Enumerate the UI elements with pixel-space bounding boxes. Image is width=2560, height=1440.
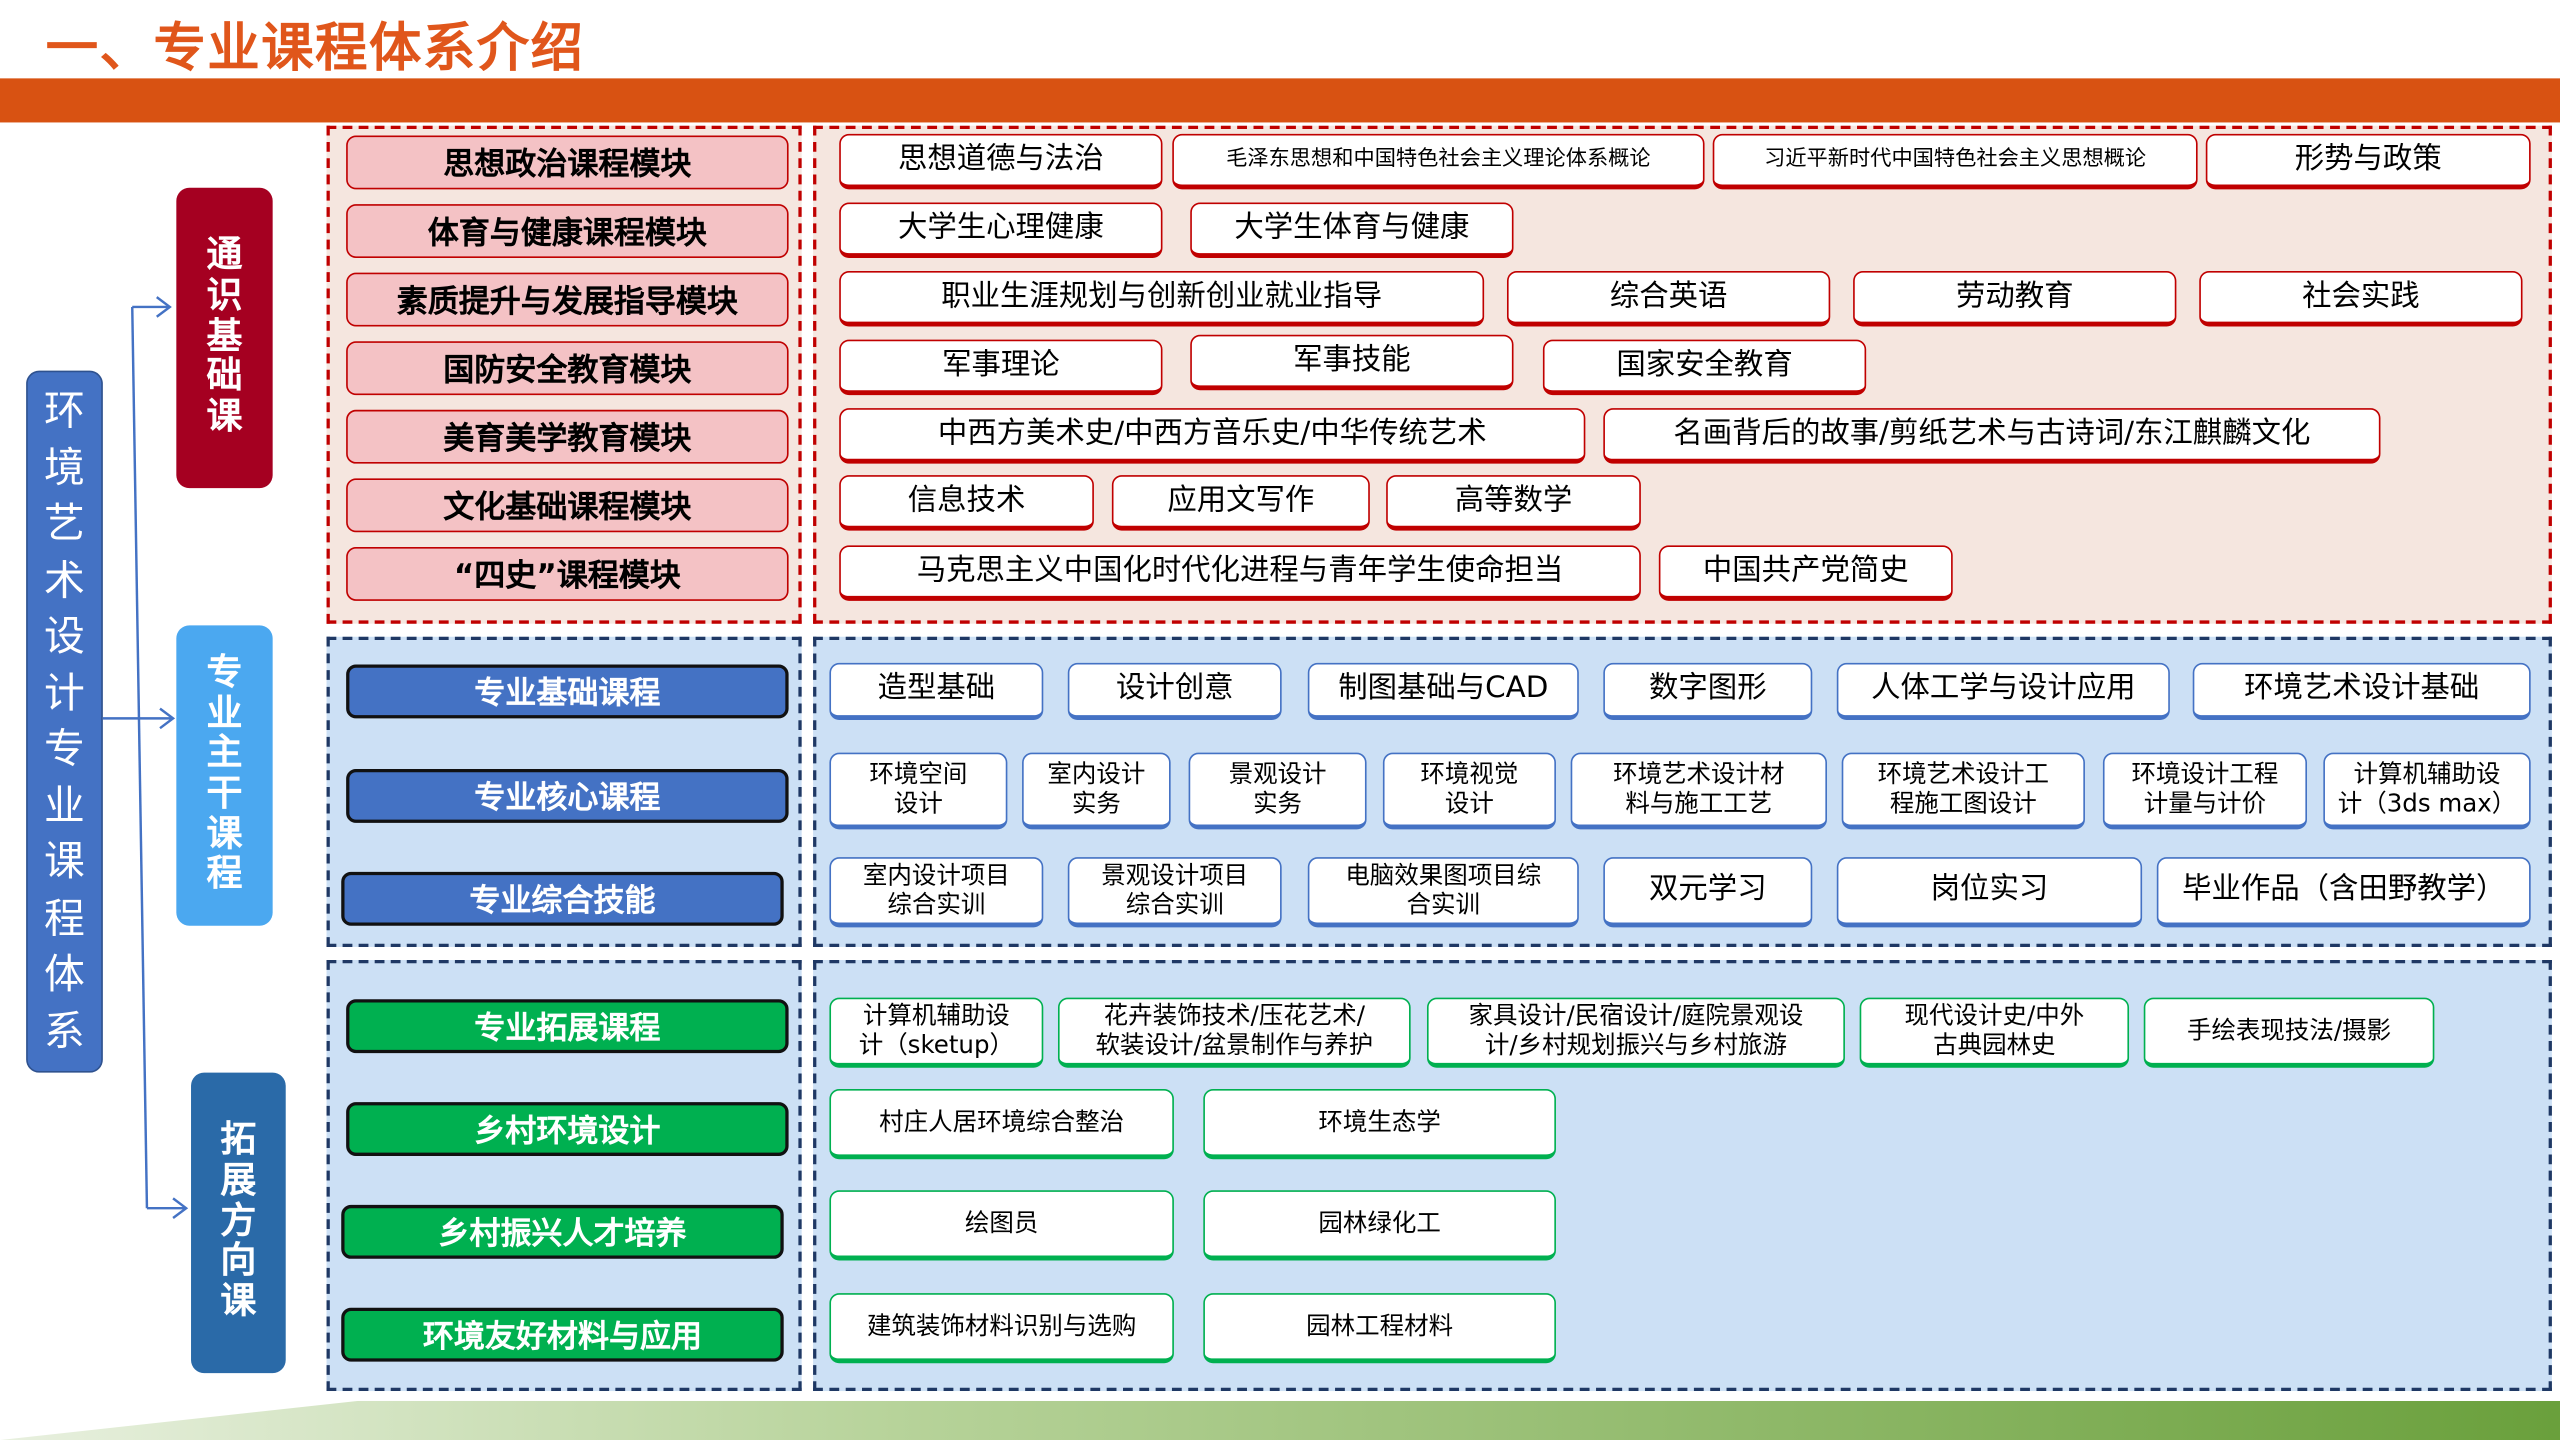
category-major: 专 业 主 干 课 程: [176, 625, 273, 926]
course-item: 双元学习: [1603, 857, 1813, 928]
category-general: 通 识 基 础 课: [176, 187, 273, 489]
arrow-icon: [172, 1197, 189, 1219]
course-item: 电脑效果图项目综 合实训: [1307, 857, 1579, 928]
course-item: 习近平新时代中国特色社会主义思想概论: [1712, 133, 2198, 190]
course-item: 国家安全教育: [1542, 339, 1867, 396]
course-item: 花卉装饰技术/压花艺术/ 软装设计/盆景制作与养护: [1057, 997, 1411, 1068]
course-item: 计算机辅助设 计（sketup）: [829, 997, 1044, 1068]
root-box: 环 境 艺 术 设 计 专 业 课 程 体 系: [26, 370, 103, 1073]
course-item: 军事理论: [839, 339, 1163, 396]
course-item: 毛泽东思想和中国特色社会主义理论体系概论: [1172, 133, 1705, 190]
course-item: 人体工学与设计应用: [1836, 662, 2170, 721]
connector-arrows: [102, 296, 189, 1219]
course-item: 毕业作品（含田野教学）: [2156, 857, 2531, 928]
course-item: 劳动教育: [1853, 271, 2177, 327]
header-bar: [0, 78, 2560, 123]
course-item: 中西方美术史/中西方音乐史/中华传统艺术: [839, 408, 1586, 464]
category-expand: 拓 展 方 向 课: [191, 1072, 286, 1374]
course-item: 社会实践: [2199, 271, 2523, 327]
arrow-icon: [156, 296, 172, 318]
module-general: 国防安全教育模块: [346, 341, 789, 396]
course-item: 信息技术: [839, 475, 1094, 531]
course-item: 军事技能: [1190, 334, 1514, 391]
course-item: 中国共产党简史: [1658, 545, 1953, 601]
module-expand: 专业拓展课程: [346, 999, 789, 1054]
course-item: 现代设计史/中外 古典园林史: [1859, 997, 2130, 1068]
course-item: 设计创意: [1067, 662, 1282, 721]
arrow-icon: [159, 707, 176, 730]
module-major: 专业基础课程: [346, 664, 789, 719]
module-general: “四史”课程模块: [346, 546, 789, 601]
footer-decoration: [0, 1400, 2560, 1440]
course-item: 马克思主义中国化时代化进程与青年学生使命担当: [839, 545, 1641, 601]
course-item: 村庄人居环境综合整治: [829, 1089, 1174, 1160]
course-item: 环境设计工程 计量与计价: [2102, 752, 2308, 830]
course-item: 绘图员: [829, 1190, 1174, 1261]
course-item: 职业生涯规划与创新创业就业指导: [839, 271, 1485, 327]
course-item: 景观设计项目 综合实训: [1067, 857, 1282, 928]
course-item: 岗位实习: [1836, 857, 2143, 928]
module-general: 体育与健康课程模块: [346, 204, 789, 258]
module-general: 素质提升与发展指导模块: [346, 272, 789, 327]
course-item: 家具设计/民宿设计/庭院景观设 计/乡村规划振兴与乡村旅游: [1426, 997, 1845, 1068]
course-item: 高等数学: [1386, 475, 1641, 531]
course-item: 造型基础: [829, 662, 1044, 721]
course-item: 形势与政策: [2205, 133, 2531, 190]
module-major: 专业综合技能: [341, 871, 784, 926]
course-item: 大学生心理健康: [839, 202, 1163, 258]
course-item: 环境艺术设计基础: [2192, 662, 2531, 721]
course-item: 思想道德与法治: [839, 133, 1163, 190]
module-expand: 环境友好材料与应用: [341, 1307, 784, 1362]
course-item: 建筑装饰材料识别与选购: [829, 1293, 1174, 1364]
course-item: 环境视觉 设计: [1382, 752, 1556, 830]
course-item: 环境艺术设计工 程施工图设计: [1841, 752, 2085, 830]
course-item: 手绘表现技法/摄影: [2143, 997, 2435, 1068]
course-item: 大学生体育与健康: [1190, 202, 1514, 258]
course-item: 综合英语: [1506, 271, 1831, 327]
bracket-line: [131, 306, 149, 1209]
module-expand: 乡村振兴人才培养: [341, 1204, 784, 1259]
module-general: 文化基础课程模块: [346, 478, 789, 533]
course-item: 环境生态学: [1203, 1089, 1556, 1160]
course-item: 环境空间 设计: [829, 752, 1008, 830]
course-item: 园林绿化工: [1203, 1190, 1556, 1261]
course-item: 环境艺术设计材 料与施工工艺: [1570, 752, 1827, 830]
course-item: 室内设计 实务: [1022, 752, 1171, 830]
course-item: 数字图形: [1603, 662, 1813, 721]
module-major: 专业核心课程: [346, 769, 789, 823]
course-item: 园林工程材料: [1203, 1293, 1556, 1364]
course-item: 室内设计项目 综合实训: [829, 857, 1044, 928]
module-expand: 乡村环境设计: [346, 1102, 789, 1156]
page-title: 一、专业课程体系介绍: [45, 16, 585, 79]
module-general: 美育美学教育模块: [346, 409, 789, 464]
course-item: 名画背后的故事/剪纸艺术与古诗词/东江麒麟文化: [1603, 408, 2381, 464]
course-item: 制图基础与CAD: [1307, 662, 1579, 721]
course-item: 应用文写作: [1111, 475, 1370, 531]
course-item: 景观设计 实务: [1188, 752, 1367, 830]
course-item: 计算机辅助设 计（3ds max）: [2323, 752, 2531, 830]
module-general: 思想政治课程模块: [346, 135, 789, 190]
